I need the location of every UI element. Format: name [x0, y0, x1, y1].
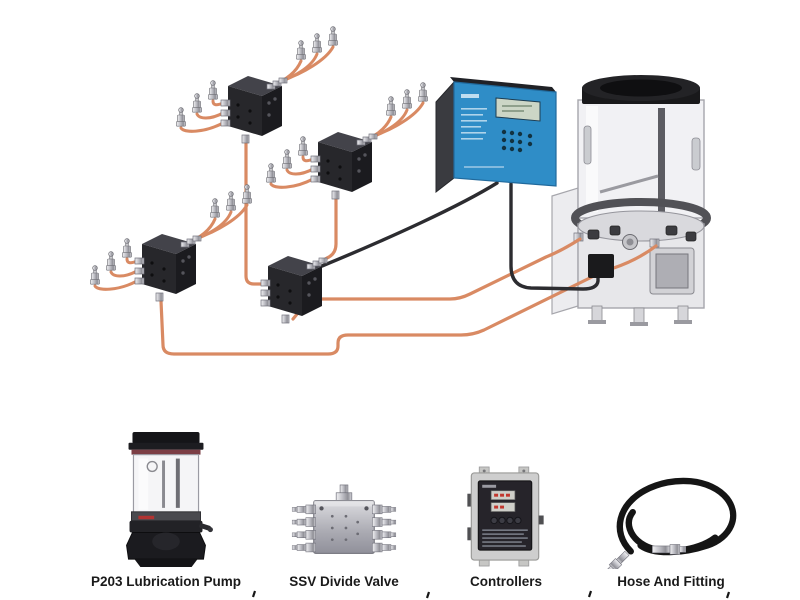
product-controllers[interactable]: Controllers [426, 424, 586, 590]
p203-pump-image [126, 431, 213, 568]
product-label: P203 Lubrication Pump [90, 574, 242, 589]
controller-lcd [495, 97, 541, 122]
valve-side-fittings [291, 504, 397, 553]
controller-keypad [501, 129, 533, 153]
pump-connector-box [588, 254, 614, 278]
controller-buttons [490, 516, 522, 525]
ssv-valve-image [291, 484, 397, 554]
product-ssv-divide-valve[interactable]: SSV Divide Valve [264, 424, 424, 590]
system-diagram [0, 0, 711, 356]
product-label: Hose And Fitting [617, 574, 725, 589]
hose-image [603, 477, 737, 569]
hose-end-fitting [603, 550, 630, 569]
product-hose-and-fitting[interactable]: Hose And Fitting [591, 424, 751, 590]
controller-box [435, 77, 557, 194]
cable-controller-to-valve [320, 181, 499, 268]
hose-mid-fitting [652, 544, 686, 555]
control-cables [320, 181, 600, 291]
controller-image [467, 466, 544, 567]
cable-controller-to-pump [509, 182, 600, 291]
product-p203-lubrication-pump[interactable]: P203 Lubrication Pump [86, 424, 246, 590]
hose-valve1-feed [244, 140, 263, 286]
product-label: Controllers [469, 574, 542, 589]
product-label: SSV Divide Valve [289, 574, 399, 589]
cropped-text-marks [251, 590, 731, 599]
